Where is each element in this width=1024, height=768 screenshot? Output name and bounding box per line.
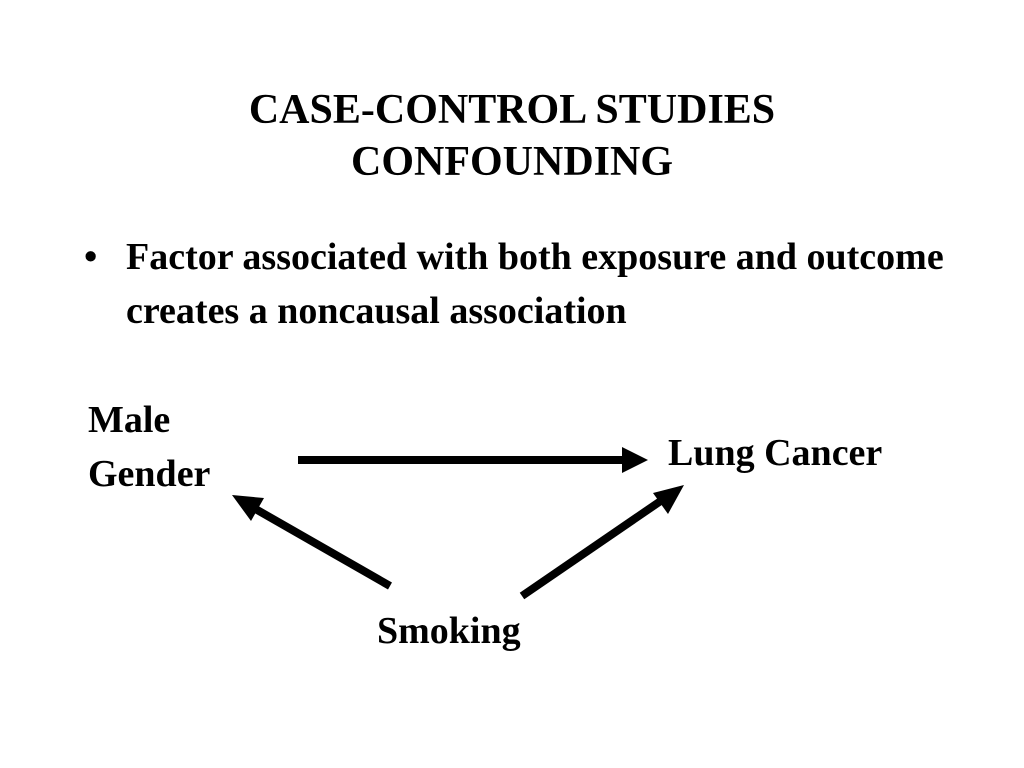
- node-male-gender-line-2: Gender: [88, 453, 211, 495]
- node-smoking: Smoking: [377, 610, 521, 652]
- node-male-gender: Male Gender: [88, 393, 210, 501]
- slide-title: CASE-CONTROL STUDIES CONFOUNDING: [0, 84, 1024, 188]
- bullet-dot-icon: •: [84, 236, 98, 278]
- bullet-item: • Factor associated with both exposure a…: [84, 230, 964, 338]
- arrow-gender-to-cancer: [298, 447, 648, 473]
- title-line-1: CASE-CONTROL STUDIES: [248, 87, 776, 133]
- arrow-smoking-to-cancer: [519, 485, 684, 600]
- title-line-2: CONFOUNDING: [351, 139, 673, 185]
- node-lung-cancer: Lung Cancer: [668, 432, 883, 474]
- bullet-text: Factor associated with both exposure and…: [126, 236, 944, 332]
- arrow-smoking-to-gender: [232, 495, 392, 590]
- node-male-gender-line-1: Male: [88, 399, 171, 441]
